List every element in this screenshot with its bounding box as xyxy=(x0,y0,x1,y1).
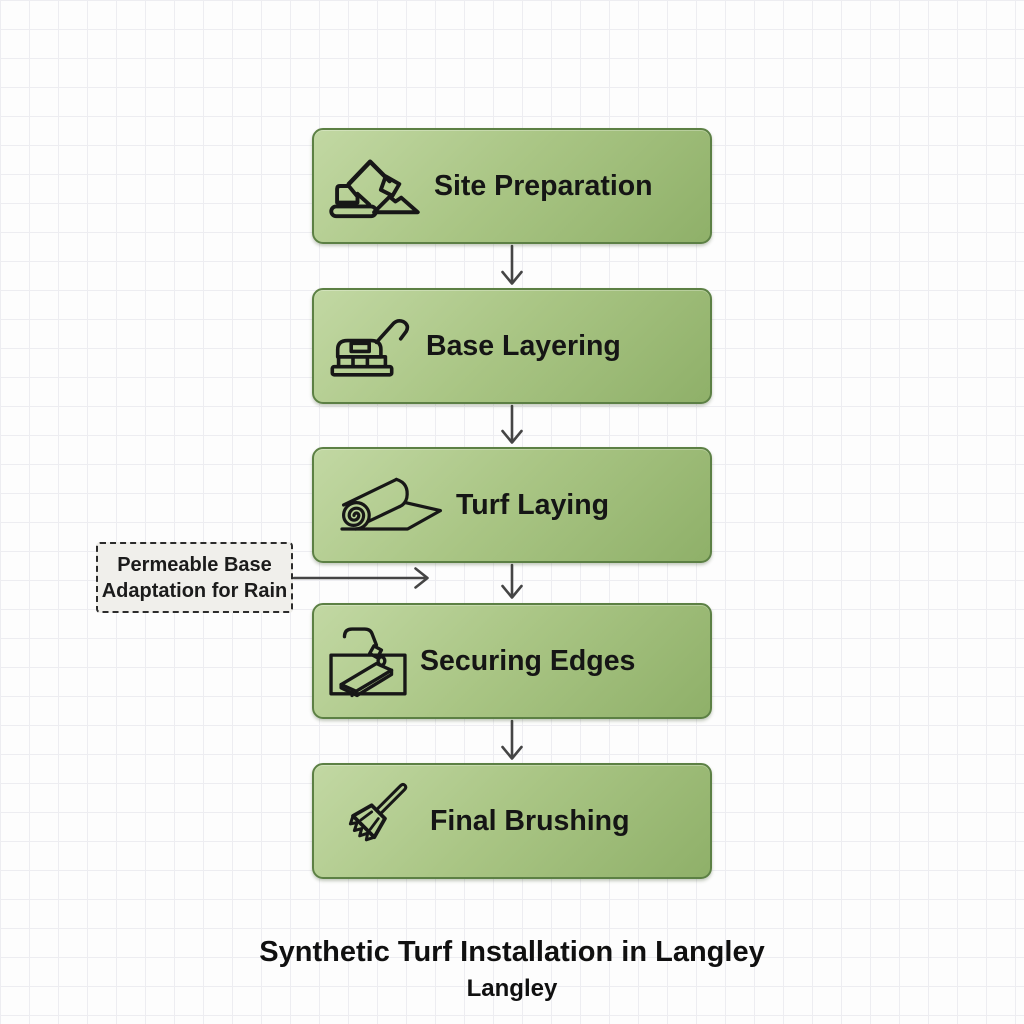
annotation-arrow xyxy=(292,567,429,589)
plate-compactor-icon xyxy=(326,312,416,380)
turf-roll-icon xyxy=(326,469,446,541)
connector-arrow-1 xyxy=(501,244,523,285)
broom-icon xyxy=(326,782,420,860)
step-securing-edges: Securing Edges xyxy=(312,603,712,719)
connector-arrow-3 xyxy=(501,563,523,599)
annotation-line-1: Permeable Base xyxy=(117,553,272,576)
trowel-icon xyxy=(326,623,410,699)
step-label: Final Brushing xyxy=(430,804,630,837)
diagram-title: Synthetic Turf Installation in Langley xyxy=(259,936,765,968)
step-site-preparation: Site Preparation xyxy=(312,128,712,244)
diagram-subtitle: Langley xyxy=(466,975,558,1002)
annotation-permeable-base: Permeable Base Adaptation for Rain xyxy=(96,542,293,613)
step-label: Turf Laying xyxy=(456,488,610,521)
step-label: Securing Edges xyxy=(420,644,636,677)
connector-arrow-4 xyxy=(501,719,523,760)
step-final-brushing: Final Brushing xyxy=(312,763,712,879)
step-label: Site Preparation xyxy=(434,169,653,202)
diagram-title-block: Synthetic Turf Installation in Langley L… xyxy=(0,936,1024,1003)
step-turf-laying: Turf Laying xyxy=(312,447,712,563)
step-base-layering: Base Layering xyxy=(312,288,712,404)
connector-arrow-2 xyxy=(501,404,523,444)
annotation-line-2: Adaptation for Rain xyxy=(101,579,288,602)
excavator-icon xyxy=(326,151,424,221)
step-label: Base Layering xyxy=(426,329,621,362)
